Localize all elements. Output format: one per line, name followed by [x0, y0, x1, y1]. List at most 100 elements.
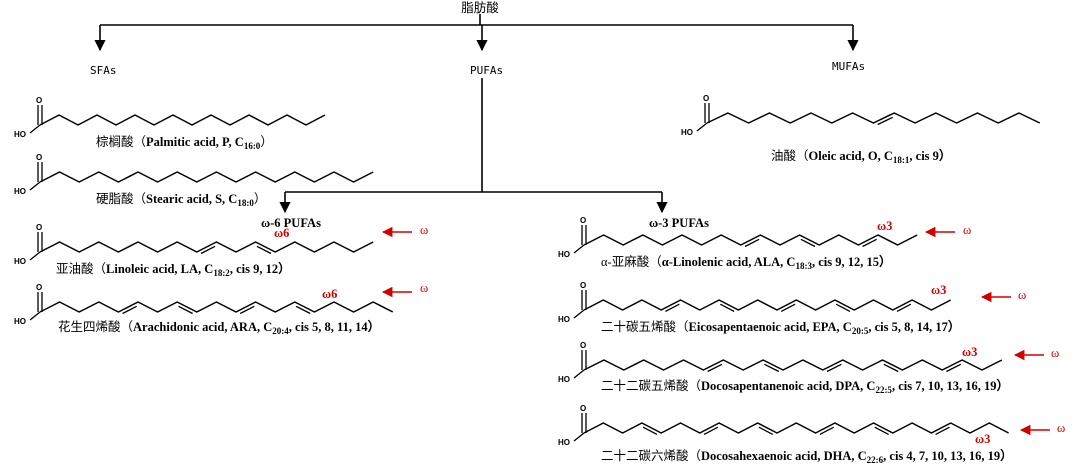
dha-structure: O HO	[558, 404, 1009, 447]
dpa-cn: 二十二碳五烯酸（	[601, 378, 701, 393]
palmitic-tail: ）	[260, 135, 273, 149]
dha-cn: 二十二碳六烯酸（	[601, 448, 701, 463]
linoleic-acid-structure: OHO	[14, 223, 374, 266]
dha-omega-symbol: ω	[1057, 421, 1065, 435]
linoleic-omega6-mark: ω6	[274, 226, 289, 240]
epa-double-bond-5	[896, 303, 912, 312]
tree-connectors	[94, 14, 859, 214]
epa-omega-symbol: ω	[1018, 288, 1026, 302]
linoleic-tail: , cis 9, 12）	[230, 261, 291, 276]
ala-sub: 18:3	[795, 261, 812, 271]
dpa-structure: OHO	[558, 341, 1003, 384]
epa-double-bond-2	[720, 303, 735, 312]
linoleic-hydroxyl-bond	[29, 251, 41, 261]
dpa-hydroxyl-label: HO	[558, 375, 570, 384]
arachidonic-double-bond-4	[295, 305, 311, 315]
stearic-chain	[39, 171, 374, 183]
epa-structure: OHO	[558, 281, 952, 324]
oleic-cn: 油酸（	[771, 148, 809, 163]
linoleic-en: Linoleic acid, LA, C	[106, 262, 213, 276]
dha-hydroxyl-label: HO	[558, 438, 570, 447]
oleic-hydroxyl-bond	[696, 122, 708, 132]
ala-oxygen-label: O	[580, 216, 586, 225]
root-title: 脂肪酸	[461, 0, 499, 15]
dpa-double-bond-1	[707, 363, 723, 373]
stearic-caption: 硬脂酸（Stearic acid, S, C18:0）	[96, 191, 266, 208]
palmitic-acid-structure: OHO	[14, 96, 326, 139]
linoleic-omega-symbol: ω	[420, 223, 428, 237]
dha-double-bond-6	[935, 426, 950, 435]
stearic-tail: ）	[254, 192, 267, 206]
dha-hydroxyl-bond	[573, 432, 585, 442]
dpa-double-bond-4	[883, 363, 899, 373]
epa-double-bond-1	[665, 303, 680, 312]
omega-arrows	[381, 226, 1050, 436]
oleic-sub: 18:1	[893, 155, 910, 165]
arachidonic-double-bond-2	[178, 305, 193, 315]
dpa-hydroxyl-bond	[573, 369, 585, 379]
palmitic-en: Palmitic acid, P, C	[146, 135, 244, 149]
ala-double-bond-3	[862, 238, 877, 248]
dpa-chain	[583, 359, 1003, 371]
dpa-double-bond-3	[826, 363, 842, 373]
pufas-label: PUFAs	[470, 64, 503, 77]
epa-cn: 二十碳五烯酸（	[601, 319, 689, 334]
stearic-sub: 18:0	[237, 198, 254, 208]
dpa-caption: 二十二碳五烯酸（Docosapentanenoic acid, DPA, C22…	[601, 378, 1009, 395]
stearic-cn: 硬脂酸（	[96, 191, 146, 206]
dpa-double-bond-2	[764, 363, 780, 373]
oleic-en: Oleic acid, O, C	[809, 149, 893, 163]
oleic-oxygen-label: O	[703, 94, 709, 103]
ala-structure: OHO	[558, 216, 918, 259]
epa-omega3-mark: ω3	[931, 283, 946, 297]
linoleic-oxygen-label: O	[36, 223, 42, 232]
omega3-label: ω-3 PUFAs	[649, 216, 709, 230]
arachidonic-omega6-mark: ω6	[322, 287, 337, 301]
ala-tail: , cis 9, 12, 15）	[812, 254, 892, 269]
palmitic-chain	[39, 114, 326, 126]
epa-tail: , cis 5, 8, 14, 17）	[868, 319, 960, 334]
linoleic-sub: 18:2	[213, 268, 230, 278]
stearic-hydroxyl-label: HO	[14, 187, 26, 196]
dha-en: Docosahexaenoic acid, DHA, C	[701, 449, 867, 463]
arachidonic-en: Arachidonic acid, ARA, C	[133, 320, 272, 334]
dha-double-bond-3	[758, 426, 774, 435]
mufas-label: MUFAs	[832, 60, 865, 73]
epa-double-bond-4	[835, 303, 851, 312]
oleic-tail: , cis 9）	[909, 148, 951, 163]
oleic-acid-structure: O HO	[681, 94, 1041, 137]
linoleic-cn: 亚油酸（	[56, 261, 106, 276]
palmitic-caption: 棕榈酸（Palmitic acid, P, C16:0）	[96, 134, 273, 151]
dha-sub: 22:6	[867, 455, 884, 465]
omega6-label: ω-6 PUFAs	[261, 216, 321, 230]
ala-omega-symbol: ω	[963, 223, 971, 237]
arachidonic-sub: 20:4	[272, 326, 289, 336]
ala-double-bond-1	[744, 238, 760, 248]
stearic-acid-structure: OHO	[14, 153, 374, 196]
oleic-chain	[706, 112, 1041, 124]
dpa-double-bond-5	[946, 363, 962, 373]
dha-tail: , cis 4, 7, 10, 13, 16, 19）	[883, 448, 1013, 463]
palmitic-hydroxyl-bond	[29, 124, 41, 134]
epa-chain	[583, 299, 952, 311]
epa-double-bond-3	[780, 303, 796, 312]
ala-cn: α-亚麻酸（	[601, 254, 662, 269]
ala-caption: α-亚麻酸（α-Linolenic acid, ALA, C18:3, cis …	[601, 254, 891, 271]
ala-en: α-Linolenic acid, ALA, C	[662, 255, 796, 269]
dha-oxygen-label: O	[580, 404, 586, 413]
dha-caption: 二十二碳六烯酸（Docosahexaenoic acid, DHA, C22:6…	[601, 448, 1013, 465]
dpa-tail: , cis 7, 10, 13, 16, 19）	[892, 378, 1009, 393]
dpa-sub: 22:5	[875, 385, 892, 395]
dpa-en: Docosapentanenoic acid, DPA, C	[701, 379, 875, 393]
oleic-caption: 油酸（Oleic acid, O, C18:1, cis 9）	[771, 148, 951, 165]
epa-en: Eicosapentaenoic acid, EPA, C	[689, 320, 852, 334]
palmitic-hydroxyl-label: HO	[14, 130, 26, 139]
oleic-double-bond-1	[877, 116, 893, 126]
linoleic-double-bond-1	[200, 245, 216, 255]
oleic-hydroxyl-label: HO	[681, 128, 693, 137]
epa-sub: 20:5	[852, 326, 869, 336]
dha-double-bond-1	[642, 426, 658, 435]
palmitic-sub: 16:0	[244, 141, 261, 151]
arachidonic-chain	[39, 301, 394, 313]
linoleic-chain	[39, 241, 374, 253]
